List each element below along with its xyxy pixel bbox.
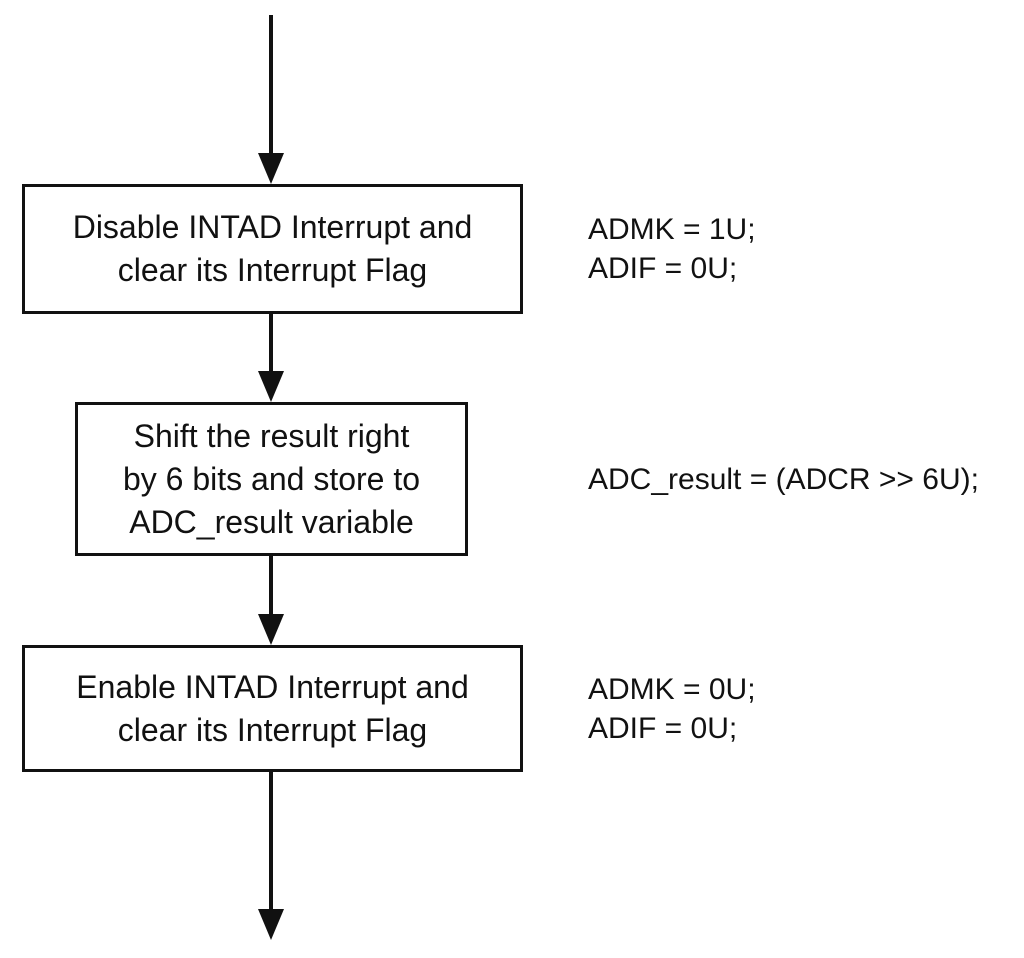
entry-arrow [258, 15, 284, 184]
code-annotation-disable: ADMK = 1U; ADIF = 0U; [588, 213, 756, 285]
exit-arrow [258, 772, 284, 940]
process-box-enable-intad: Enable INTAD Interrupt and clear its Int… [22, 645, 523, 772]
process-box-disable-intad: Disable INTAD Interrupt and clear its In… [22, 184, 523, 314]
process-box-label: Shift the result right by 6 bits and sto… [122, 417, 421, 540]
process-box-shift-result: Shift the result right by 6 bits and sto… [75, 402, 468, 556]
arrow-step-2-to-3 [258, 556, 284, 645]
code-annotation-shift: ADC_result = (ADCR >> 6U); [588, 463, 979, 496]
process-box-label: Enable INTAD Interrupt and clear its Int… [76, 668, 469, 748]
code-annotation-enable: ADMK = 0U; ADIF = 0U; [588, 673, 756, 745]
arrow-step-1-to-2 [258, 314, 284, 402]
process-box-label: Disable INTAD Interrupt and clear its In… [72, 209, 473, 288]
